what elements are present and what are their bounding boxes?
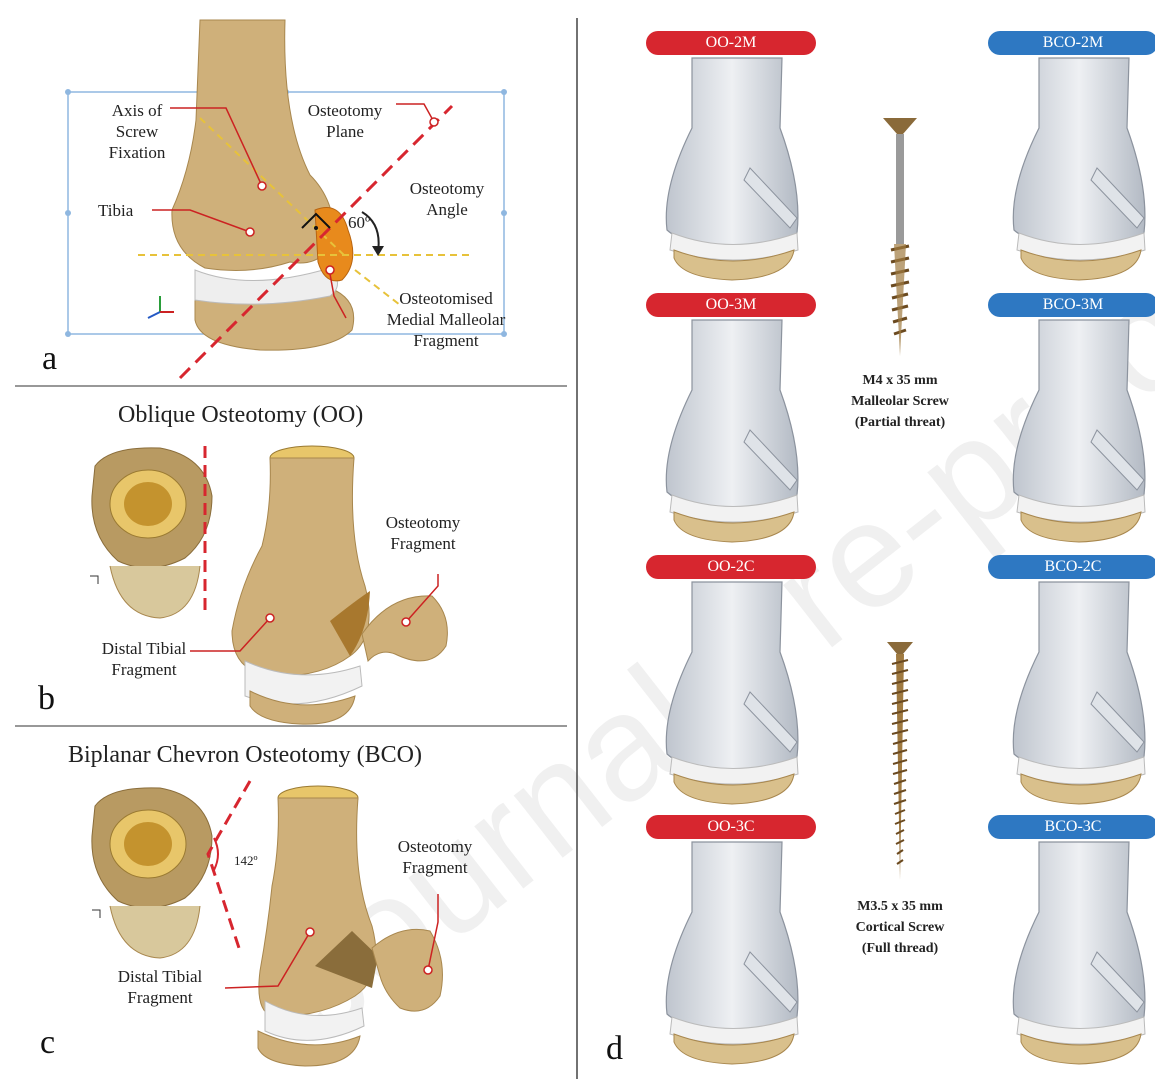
label-osteotomy-angle: Osteotomy Angle <box>392 178 502 220</box>
model-bco-2c <box>1013 582 1145 804</box>
label-c-osteotomy-fragment: Osteotomy Fragment <box>380 836 490 878</box>
cortical-screw <box>887 642 913 880</box>
malleolar-screw <box>883 118 917 356</box>
model-bco-2m <box>1013 58 1145 280</box>
panel-letter-b: b <box>38 680 55 718</box>
label-b-distal-tibial-fragment: Distal Tibial Fragment <box>84 638 204 680</box>
model-oo-2m <box>666 58 798 280</box>
label-angle-142: 142º <box>234 850 258 871</box>
panel-letter-c: c <box>40 1024 55 1062</box>
label-c-distal-tibial-fragment: Distal Tibial Fragment <box>100 966 220 1008</box>
label-b-osteotomy-fragment: Osteotomy Fragment <box>368 512 478 554</box>
model-oo-3m <box>666 320 798 542</box>
cortical-screw-caption: M3.5 x 35 mm Cortical Screw (Full thread… <box>822 896 978 959</box>
model-bco-3c <box>1013 842 1145 1064</box>
model-oo-2c <box>666 582 798 804</box>
label-osteotomised-fragment: Osteotomised Medial Malleolar Fragment <box>356 288 536 351</box>
panel-letter-d: d <box>606 1030 623 1068</box>
model-bco-3m <box>1013 320 1145 542</box>
model-oo-3c <box>666 842 798 1064</box>
label-tibia: Tibia <box>98 200 133 221</box>
label-osteotomy-plane: Osteotomy Plane <box>290 100 400 142</box>
malleolar-screw-caption: M4 x 35 mm Malleolar Screw (Partial thre… <box>822 370 978 433</box>
panel-c-illustration <box>0 726 577 1079</box>
label-angle-60: 60º <box>348 212 370 233</box>
label-axis-of-screw-fixation: Axis of Screw Fixation <box>98 100 176 163</box>
panel-letter-a: a <box>42 340 57 378</box>
